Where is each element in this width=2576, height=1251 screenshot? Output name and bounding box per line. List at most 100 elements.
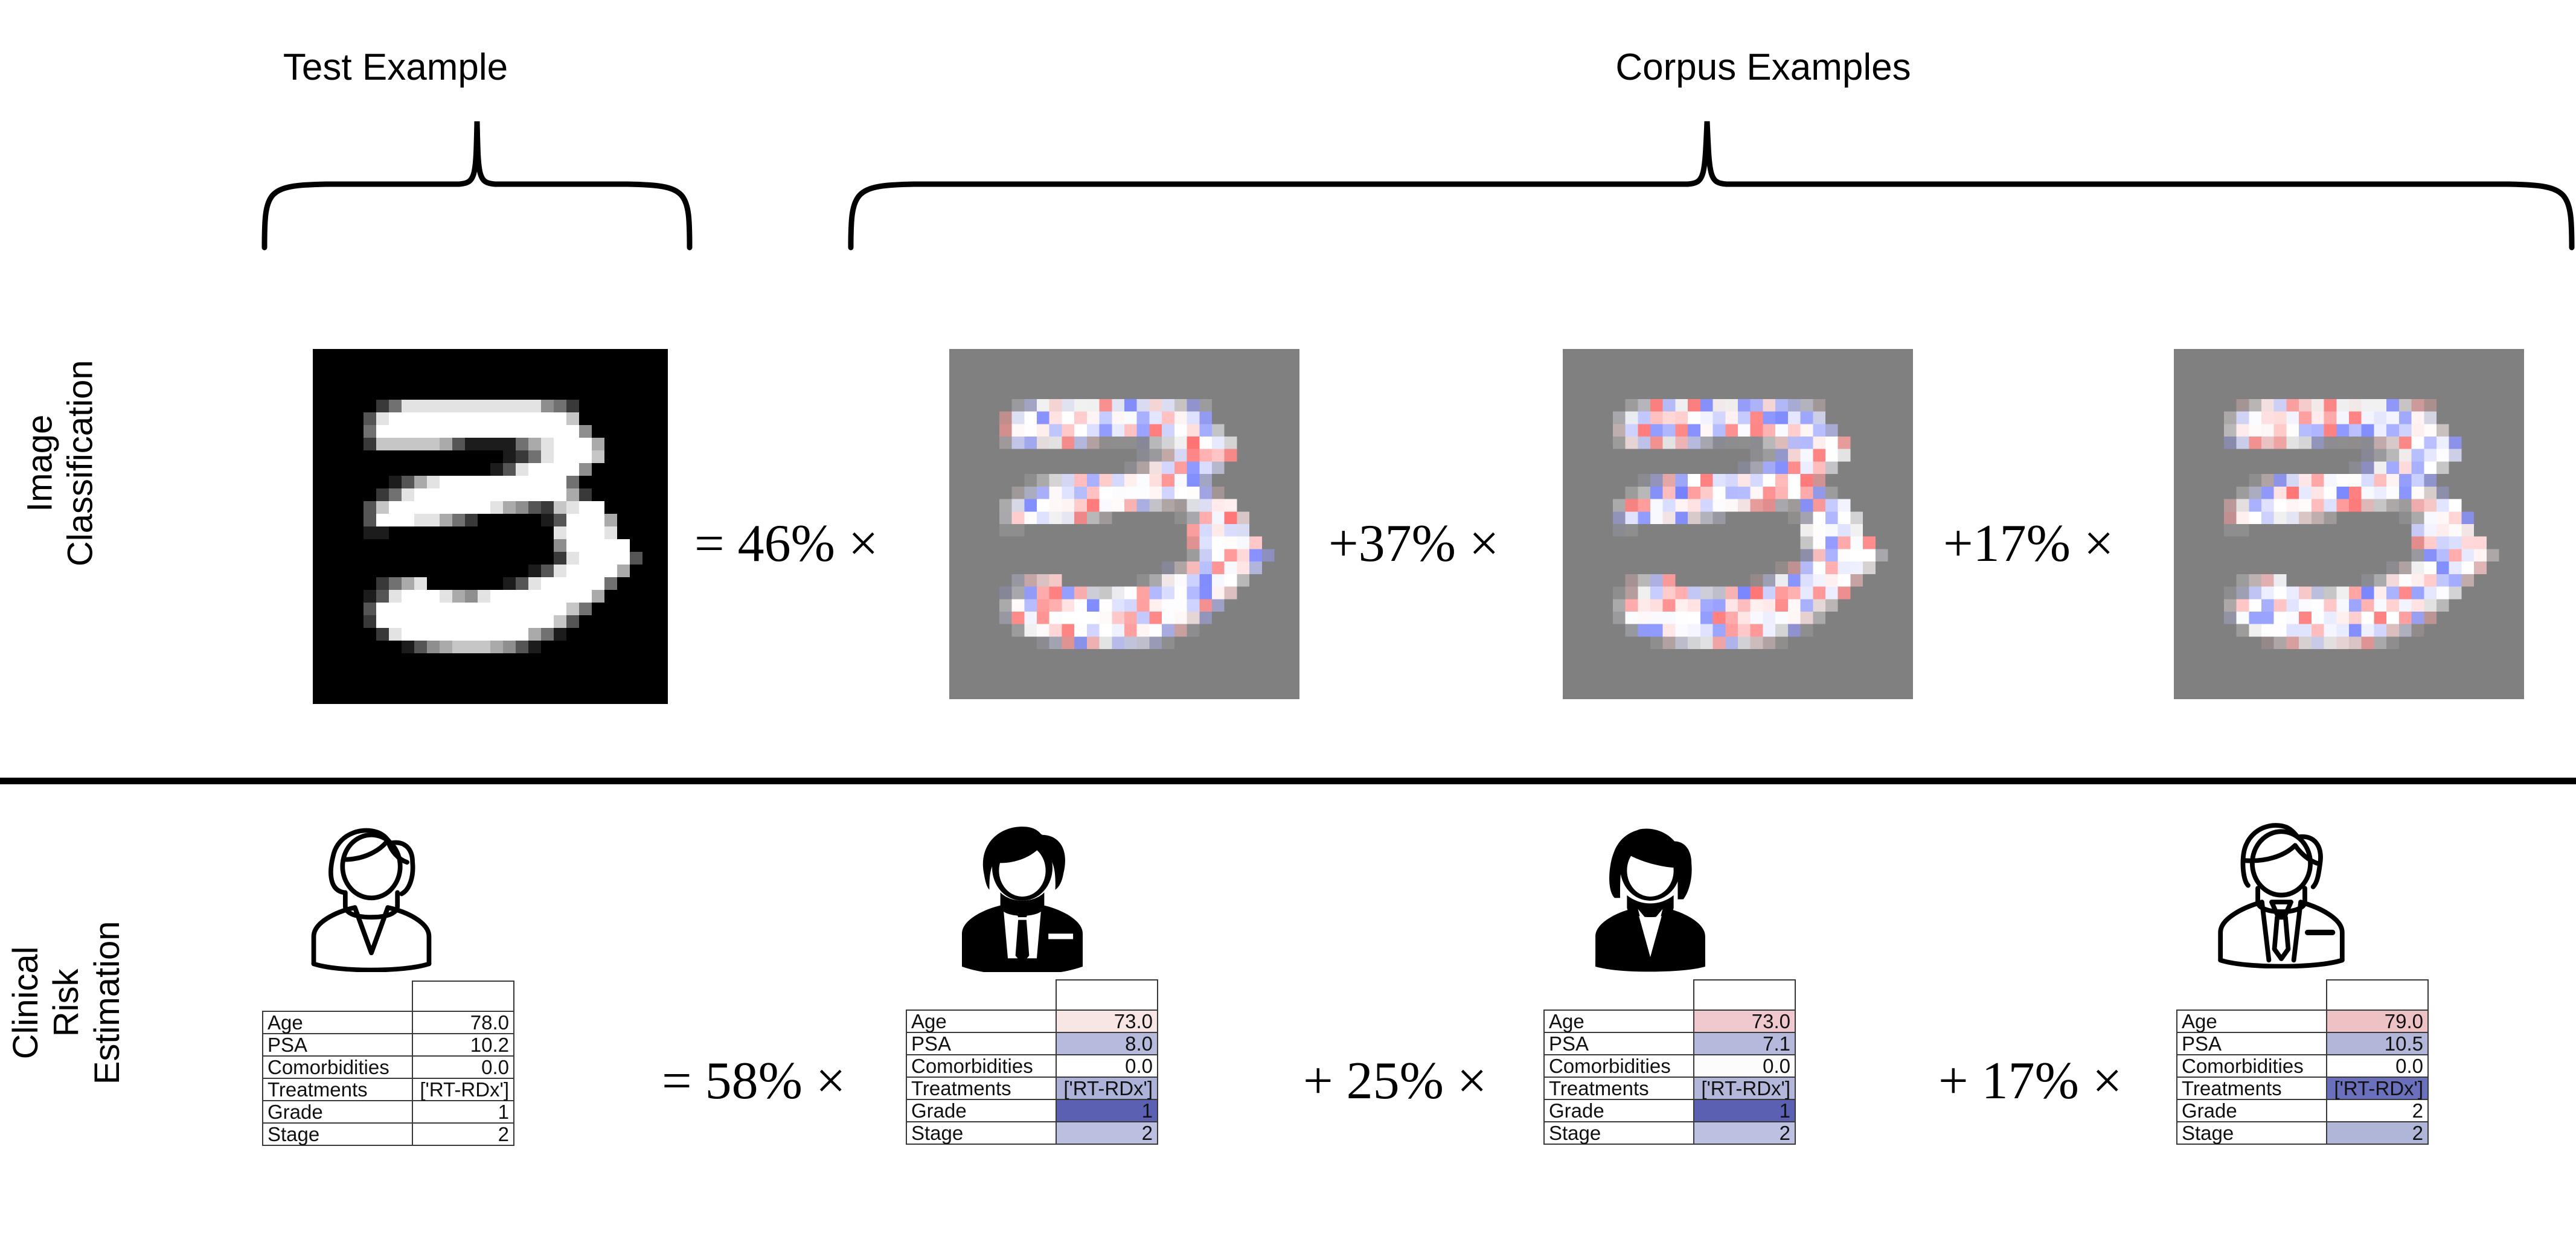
table-field-value-treatments: ['RT-RDx'] (1056, 1077, 1158, 1100)
table-field-label-psa: PSA (906, 1032, 1057, 1055)
mnist-corpus-example-0-image (949, 349, 1299, 699)
table-field-label-comorbidities: Comorbidities (1543, 1054, 1694, 1078)
table-field-label-treatments: Treatments (2176, 1077, 2327, 1100)
table-field-value-psa: 10.5 (2326, 1032, 2429, 1055)
table-row: Treatments['RT-RDx'] (2176, 1077, 2429, 1100)
brace-corpus-examples (848, 121, 2575, 251)
table-field-label-grade: Grade (1543, 1099, 1694, 1122)
table-field-value-comorbidities: 0.0 (2326, 1054, 2429, 1078)
table-field-value-psa: 8.0 (1056, 1032, 1158, 1055)
table-header-row (1544, 979, 1796, 1011)
table-field-label-treatments: Treatments (262, 1078, 413, 1101)
table-field-value-comorbidities: 0.0 (1056, 1054, 1158, 1078)
table-field-label-grade: Grade (262, 1100, 413, 1124)
table-field-value-age: 73.0 (1056, 1009, 1158, 1033)
table-field-value-comorbidities: 0.0 (412, 1055, 514, 1079)
table-header-value-cell (2326, 979, 2429, 1011)
table-field-value-treatments: ['RT-RDx'] (412, 1078, 514, 1101)
table-field-label-age: Age (2176, 1009, 2327, 1033)
table-field-value-stage: 2 (1056, 1121, 1158, 1145)
table-header-row (263, 981, 514, 1012)
table-header-spacer (906, 980, 1056, 1010)
table-field-label-stage: Stage (1543, 1121, 1694, 1145)
table-field-label-psa: PSA (262, 1033, 413, 1057)
table-field-label-psa: PSA (1543, 1032, 1694, 1055)
table-field-value-comorbidities: 0.0 (1693, 1054, 1796, 1078)
male-outline-avatar (2218, 823, 2345, 968)
table-field-value-grade: 1 (1056, 1099, 1158, 1122)
table-field-label-comorbidities: Comorbidities (906, 1054, 1057, 1078)
table-row: Treatments['RT-RDx'] (262, 1078, 514, 1101)
table-row: Treatments['RT-RDx'] (1543, 1077, 1796, 1100)
header-corpus-examples: Corpus Examples (1615, 46, 1911, 88)
mnist-test-example-image (313, 349, 668, 704)
table-header-value-cell (1693, 979, 1796, 1011)
table-field-label-age: Age (262, 1011, 413, 1034)
table-header-spacer (263, 981, 412, 1011)
operator-clinical-1: + 25% × (1303, 1052, 1487, 1110)
table-header-value-cell (412, 981, 514, 1012)
table-field-label-stage: Stage (2176, 1121, 2327, 1145)
operator-clinical-2: + 17% × (1938, 1052, 2123, 1110)
female-filled-avatar (1595, 828, 1705, 972)
row-label-image-classification: Image Classification (20, 360, 100, 567)
table-field-value-stage: 2 (412, 1122, 514, 1146)
brace-test-example (261, 121, 693, 251)
table-field-value-age: 78.0 (412, 1011, 514, 1034)
table-field-label-psa: PSA (2176, 1032, 2327, 1055)
operator-image-2: +17% × (1943, 514, 2114, 573)
male-filled-avatar (962, 827, 1083, 972)
table-field-value-treatments: ['RT-RDx'] (1693, 1077, 1796, 1100)
table-field-label-treatments: Treatments (906, 1077, 1057, 1100)
table-field-value-psa: 10.2 (412, 1033, 514, 1057)
table-header-spacer (1544, 980, 1694, 1010)
operator-image-0: = 46% × (694, 514, 879, 573)
row-label-clinical-risk-estimation: Clinical Risk Estimation (6, 921, 127, 1085)
table-header-spacer (2177, 980, 2327, 1010)
mnist-corpus-example-1-image (1563, 349, 1913, 699)
table-field-label-comorbidities: Comorbidities (2176, 1054, 2327, 1078)
table-header-row (906, 979, 1158, 1011)
table-row: Treatments['RT-RDx'] (906, 1077, 1158, 1100)
table-header-value-cell (1056, 979, 1158, 1011)
operator-image-1: +37% × (1328, 514, 1499, 573)
operator-clinical-0: = 58% × (662, 1052, 846, 1110)
female-outline-avatar (311, 828, 432, 972)
table-field-label-comorbidities: Comorbidities (262, 1055, 413, 1079)
table-field-value-age: 73.0 (1693, 1009, 1796, 1033)
table-field-label-age: Age (906, 1009, 1057, 1033)
table-header-row (2177, 979, 2429, 1011)
mnist-corpus-example-2-image (2174, 349, 2524, 699)
table-field-label-grade: Grade (2176, 1099, 2327, 1122)
row-divider (0, 778, 2576, 784)
table-field-label-treatments: Treatments (1543, 1077, 1694, 1100)
table-field-value-treatments: ['RT-RDx'] (2326, 1077, 2429, 1100)
table-field-label-stage: Stage (906, 1121, 1057, 1145)
table-field-value-stage: 2 (1693, 1121, 1796, 1145)
table-field-value-grade: 1 (1693, 1099, 1796, 1122)
table-field-label-age: Age (1543, 1009, 1694, 1033)
